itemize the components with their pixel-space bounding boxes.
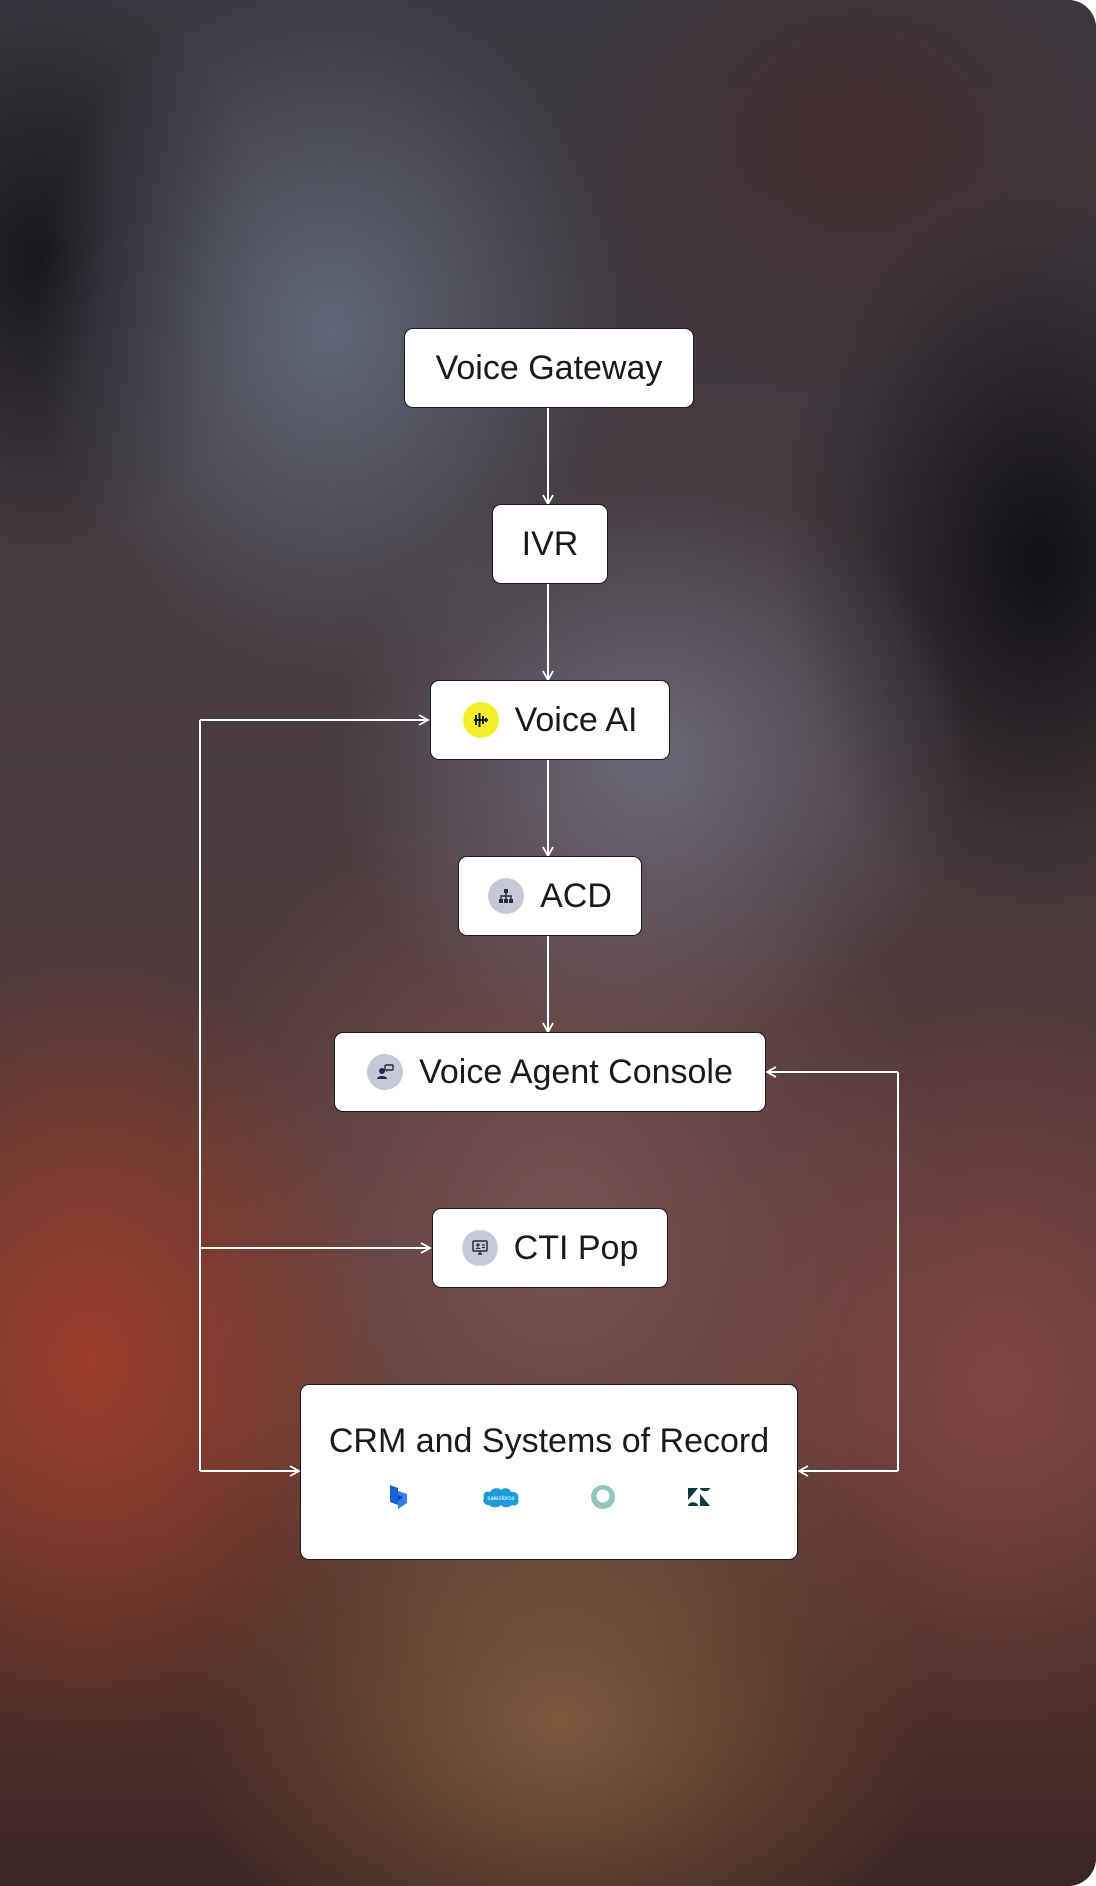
- acd-node: ACD: [458, 856, 642, 936]
- voice-gateway-node: Voice Gateway: [404, 328, 694, 408]
- agent-chat-icon: [367, 1054, 404, 1090]
- org-chart-icon: [488, 878, 525, 914]
- voice-ai-icon: [462, 702, 499, 738]
- voice-agent-console-node: Voice Agent Console: [334, 1032, 766, 1112]
- cti-pop-node: CTI Pop: [432, 1208, 668, 1288]
- crm-node: CRM and Systems of Record salesforce: [300, 1384, 798, 1560]
- monitor-user-icon: [461, 1230, 498, 1266]
- crm-logo-row: salesforce: [385, 1483, 713, 1511]
- salesforce-logo-text: salesforce: [487, 1496, 515, 1502]
- acd-label: ACD: [540, 876, 612, 915]
- cti-pop-label: CTI Pop: [513, 1228, 639, 1267]
- salesforce-logo-icon: salesforce: [481, 1483, 521, 1511]
- voice-agent-console-label: Voice Agent Console: [419, 1052, 733, 1091]
- dynamics-logo-icon: [385, 1483, 413, 1511]
- zendesk-logo-icon: [685, 1483, 713, 1511]
- crm-label: CRM and Systems of Record: [328, 1422, 770, 1460]
- ivr-label: IVR: [521, 524, 579, 563]
- voice-gateway-label: Voice Gateway: [435, 348, 663, 387]
- ivr-node: IVR: [492, 504, 608, 584]
- sugarcrm-logo-icon: [589, 1483, 617, 1511]
- voice-ai-node: Voice AI: [430, 680, 670, 760]
- voice-ai-label: Voice AI: [514, 700, 638, 739]
